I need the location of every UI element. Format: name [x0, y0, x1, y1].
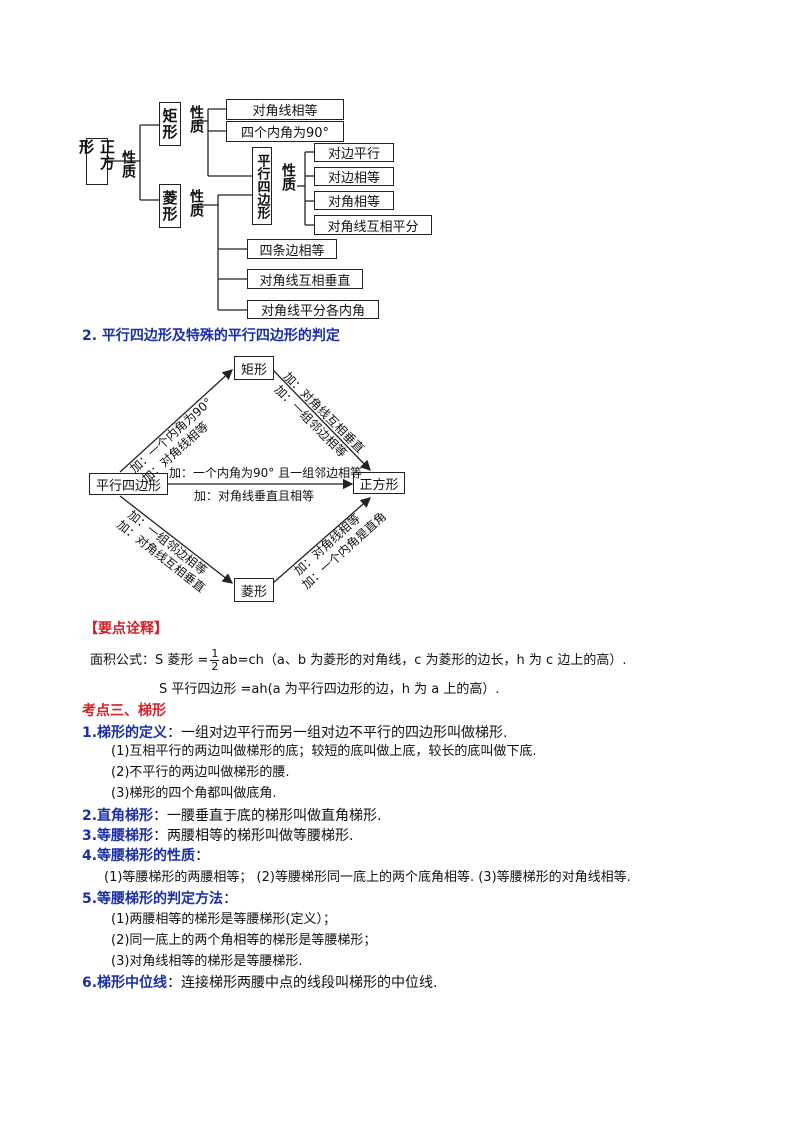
trapezoid-midline-text: ：连接梯形两腰中点的线段叫梯形的中位线. [167, 975, 438, 991]
rhombus-node: 菱形 [159, 184, 181, 228]
fraction-numerator: 1 [210, 647, 220, 661]
isosceles-properties: 4.等腰梯形的性质： [82, 846, 209, 866]
right-trapezoid: 2.直角梯形：一腰垂直于底的梯形叫做直角梯形. [82, 806, 382, 826]
rhombus-prop-diagonals-bisect-angles: 对角线平分各内角 [247, 300, 379, 319]
rectangle-properties-label: 性质 [188, 105, 204, 133]
rect-prop-right-angles: 四个内角为90° [226, 121, 344, 142]
right-trapezoid-text: ：一腰垂直于底的梯形叫做直角梯形. [153, 808, 382, 824]
trapezoid-definition-text: ：一组对边平行而另一组对边不平行的四边形叫做梯形. [167, 725, 508, 741]
judgement-item-3: (3)对角线相等的梯形是等腰梯形. [111, 954, 303, 969]
fraction-one-half: 1 2 [210, 647, 220, 673]
parallelogram-properties-label: 性质 [280, 163, 296, 191]
area-formula-rhombus-rest: ab=ch（a、b 为菱形的对角线，c 为菱形的边长，h 为 c 边上的高）. [221, 652, 627, 668]
square-properties-label: 性质 [120, 150, 136, 178]
section-2-heading: 2. 平行四边形及特殊的平行四边形的判定 [82, 328, 340, 344]
isosceles-trapezoid-text: ：两腰相等的梯形叫做等腰梯形. [153, 828, 354, 844]
key-points-title: 【要点诠释】 [84, 621, 168, 637]
judgement-item-1: (1)两腰相等的梯形是等腰梯形(定义）； [111, 912, 336, 927]
isosceles-properties-colon: ： [195, 848, 210, 864]
para-prop-diagonals-bisect: 对角线互相平分 [314, 215, 432, 235]
definition-item-1: (1)互相平行的两边叫做梯形的底；较短的底叫做上底，较长的底叫做下底. [111, 744, 537, 759]
section-3-heading: 考点三、梯形 [82, 703, 166, 719]
isosceles-judgement-label: 5.等腰梯形的判定方法 [82, 891, 224, 907]
rhombus-prop-diagonals-perpendicular: 对角线互相垂直 [247, 269, 363, 289]
area-formula-prefix: 面积公式：S 菱形 = [90, 652, 209, 668]
fraction-denominator: 2 [211, 660, 219, 673]
diamond-arrows [119, 369, 371, 584]
para-prop-opposite-sides-equal: 对边相等 [314, 167, 394, 186]
trapezoid-midline: 6.梯形中位线：连接梯形两腰中点的线段叫梯形的中位线. [82, 973, 438, 993]
parallelogram-node: 平行四边形 [252, 147, 272, 225]
rect-prop-diagonals-equal: 对角线相等 [226, 99, 344, 120]
isosceles-properties-label: 4.等腰梯形的性质 [82, 848, 196, 864]
rhombus-prop-four-sides-equal: 四条边相等 [247, 239, 337, 259]
definition-item-3: (3)梯形的四个角都叫做底角. [111, 786, 277, 801]
judgement-item-2: (2)同一底上的两个角相等的梯形是等腰梯形； [111, 933, 377, 948]
isosceles-properties-items: (1)等腰梯形的两腰相等； (2)等腰梯形同一底上的两个底角相等. (3)等腰梯… [104, 870, 631, 885]
diamond-parallelogram-node: 平行四边形 [89, 473, 168, 495]
label-para-to-square-1: 加：一个内角为90° 且一组邻边相等 [169, 466, 363, 480]
diamond-rectangle-node: 矩形 [234, 356, 274, 380]
area-formula-rhombus: 面积公式：S 菱形 = 1 2 ab=ch（a、b 为菱形的对角线，c 为菱形的… [90, 648, 626, 673]
para-prop-opposite-angles-equal: 对角相等 [314, 191, 394, 210]
trapezoid-midline-label: 6.梯形中位线 [82, 975, 168, 991]
isosceles-trapezoid: 3.等腰梯形：两腰相等的梯形叫做等腰梯形. [82, 826, 354, 846]
rectangle-node: 矩形 [159, 102, 181, 146]
area-formula-parallelogram: S 平行四边形 =ah(a 为平行四边形的边，h 为 a 上的高）. [159, 682, 500, 697]
isosceles-trapezoid-label: 3.等腰梯形 [82, 828, 154, 844]
definition-item-2: (2)不平行的两边叫做梯形的腰. [111, 765, 290, 780]
rhombus-properties-label: 性质 [188, 189, 204, 217]
trapezoid-definition: 1.梯形的定义：一组对边平行而另一组对边不平行的四边形叫做梯形. [82, 723, 508, 743]
trapezoid-definition-label: 1.梯形的定义 [82, 725, 168, 741]
square-node: 正方形 [77, 138, 116, 185]
tree-connector-lines [107, 108, 314, 311]
isosceles-judgement: 5.等腰梯形的判定方法： [82, 889, 237, 909]
para-prop-opposite-sides-parallel: 对边平行 [314, 143, 394, 162]
isosceles-judgement-colon: ： [223, 891, 238, 907]
right-trapezoid-label: 2.直角梯形 [82, 808, 154, 824]
diamond-square-node: 正方形 [353, 472, 405, 494]
label-para-to-square-2: 加：对角线垂直且相等 [194, 489, 315, 503]
diamond-rhombus-node: 菱形 [234, 578, 274, 602]
